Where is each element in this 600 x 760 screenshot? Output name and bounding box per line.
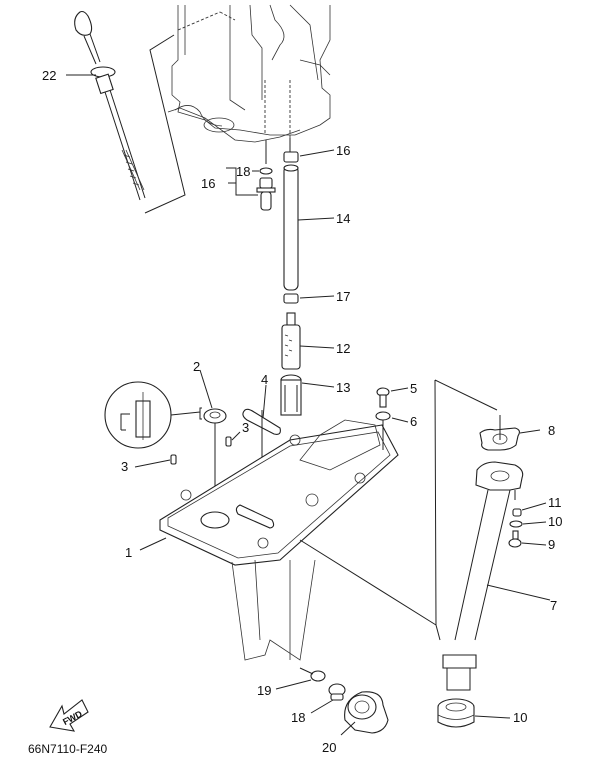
callout-3-upper: 3 <box>242 420 249 435</box>
reference-frame <box>299 379 498 641</box>
leader-20 <box>275 679 312 690</box>
detail-inset-circle <box>104 381 202 449</box>
leader-8 <box>519 429 541 434</box>
callout-13: 12 <box>336 341 350 356</box>
leader-21 <box>340 721 356 736</box>
drain-bolt-part-19 <box>328 683 346 701</box>
bolt-part-17 <box>256 140 276 211</box>
oil-pipe-assembly <box>280 138 302 416</box>
leader-4 <box>262 384 267 419</box>
bolt-part-9 <box>508 530 522 548</box>
gasket-part-8 <box>479 415 520 451</box>
leader-3a <box>231 431 241 441</box>
leader-12 <box>522 521 547 525</box>
leader-5 <box>390 387 409 392</box>
leader-14 <box>301 382 335 388</box>
callout-19: 18 <box>291 710 305 725</box>
callout-15: 14 <box>336 211 350 226</box>
diagram-code: 66N7110-F240 <box>28 742 107 756</box>
leader-19 <box>310 699 334 714</box>
upper-casing-part-1 <box>159 419 399 661</box>
callout-5: 5 <box>410 381 417 396</box>
reference-line-block-dipstick <box>144 34 186 214</box>
callout-21: 20 <box>322 740 336 755</box>
dowel-pin-3a <box>225 436 232 447</box>
callout-9: 9 <box>548 537 555 552</box>
callout-4: 4 <box>261 372 268 387</box>
callout-7: 7 <box>550 598 557 613</box>
washer-part-20 <box>310 670 326 682</box>
washer-part-12 <box>509 520 523 528</box>
callout-18: 18 <box>236 164 250 179</box>
leader-3b <box>134 459 171 468</box>
callout-11: 11 <box>548 495 562 510</box>
leader-10 <box>474 715 511 719</box>
washer-part-6 <box>375 411 391 450</box>
callout-2: 2 <box>193 359 200 374</box>
callout-1: 1 <box>125 545 132 560</box>
seal-part-21 <box>344 691 389 734</box>
leader-11 <box>521 502 547 511</box>
callout-22: 22 <box>42 68 56 83</box>
callout-17: 16 <box>201 176 215 191</box>
leader-7 <box>486 584 551 601</box>
callout-10: 10 <box>513 710 527 725</box>
grommet-part-10 <box>437 698 475 728</box>
callout-8: 8 <box>548 423 555 438</box>
leader-16b <box>299 295 335 299</box>
callout-3-lower: 3 <box>121 459 128 474</box>
callout-16-top: 16 <box>336 143 350 158</box>
callout-6: 6 <box>410 414 417 429</box>
leader-16a <box>299 149 335 157</box>
leader-13 <box>299 345 335 349</box>
callout-12: 10 <box>548 514 562 529</box>
leader-9 <box>521 542 547 546</box>
dipstick-part-22 <box>74 10 146 201</box>
pipe-part-7 <box>442 461 524 691</box>
nut-part-11 <box>512 508 522 517</box>
leader-15 <box>297 217 335 221</box>
fwd-arrow-icon: FWD <box>49 699 89 732</box>
engine-block-outline <box>167 4 331 150</box>
dowel-pin-3b <box>170 454 177 465</box>
callout-20: 19 <box>257 683 271 698</box>
leader-1 <box>139 537 167 551</box>
callout-14: 13 <box>336 380 350 395</box>
callout-16-bottom: 17 <box>336 289 350 304</box>
leader-17-bracket <box>226 167 258 196</box>
leader-2 <box>199 369 213 409</box>
leader-6 <box>391 417 409 423</box>
bolt-part-5 <box>376 387 390 408</box>
